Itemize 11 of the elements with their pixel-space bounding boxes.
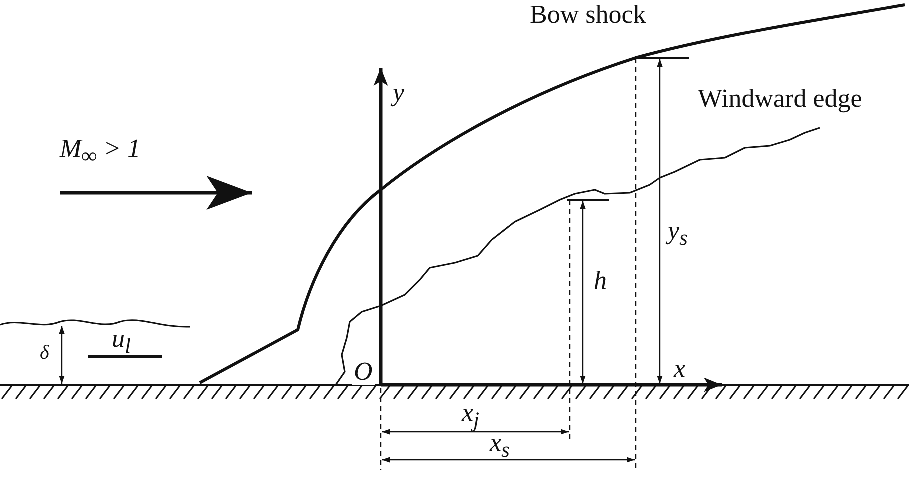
dimension-label: y$_{s}$ bbox=[668, 218, 688, 250]
dimension-label: h bbox=[594, 268, 607, 294]
dimension-label: δ bbox=[40, 343, 50, 363]
axis-label: y bbox=[393, 80, 405, 106]
variable-label: u$_{l}$ bbox=[112, 326, 132, 358]
axis-label: x bbox=[674, 356, 686, 382]
curve-label: Bow shock bbox=[530, 2, 646, 28]
flow-condition-label: M$_{∞}$ > 1 bbox=[60, 136, 141, 168]
curve-label: Windward edge bbox=[698, 86, 862, 112]
dimension-label: x$_{j}$ bbox=[462, 400, 480, 432]
dimension-label: x$_{s}$ bbox=[490, 430, 510, 462]
